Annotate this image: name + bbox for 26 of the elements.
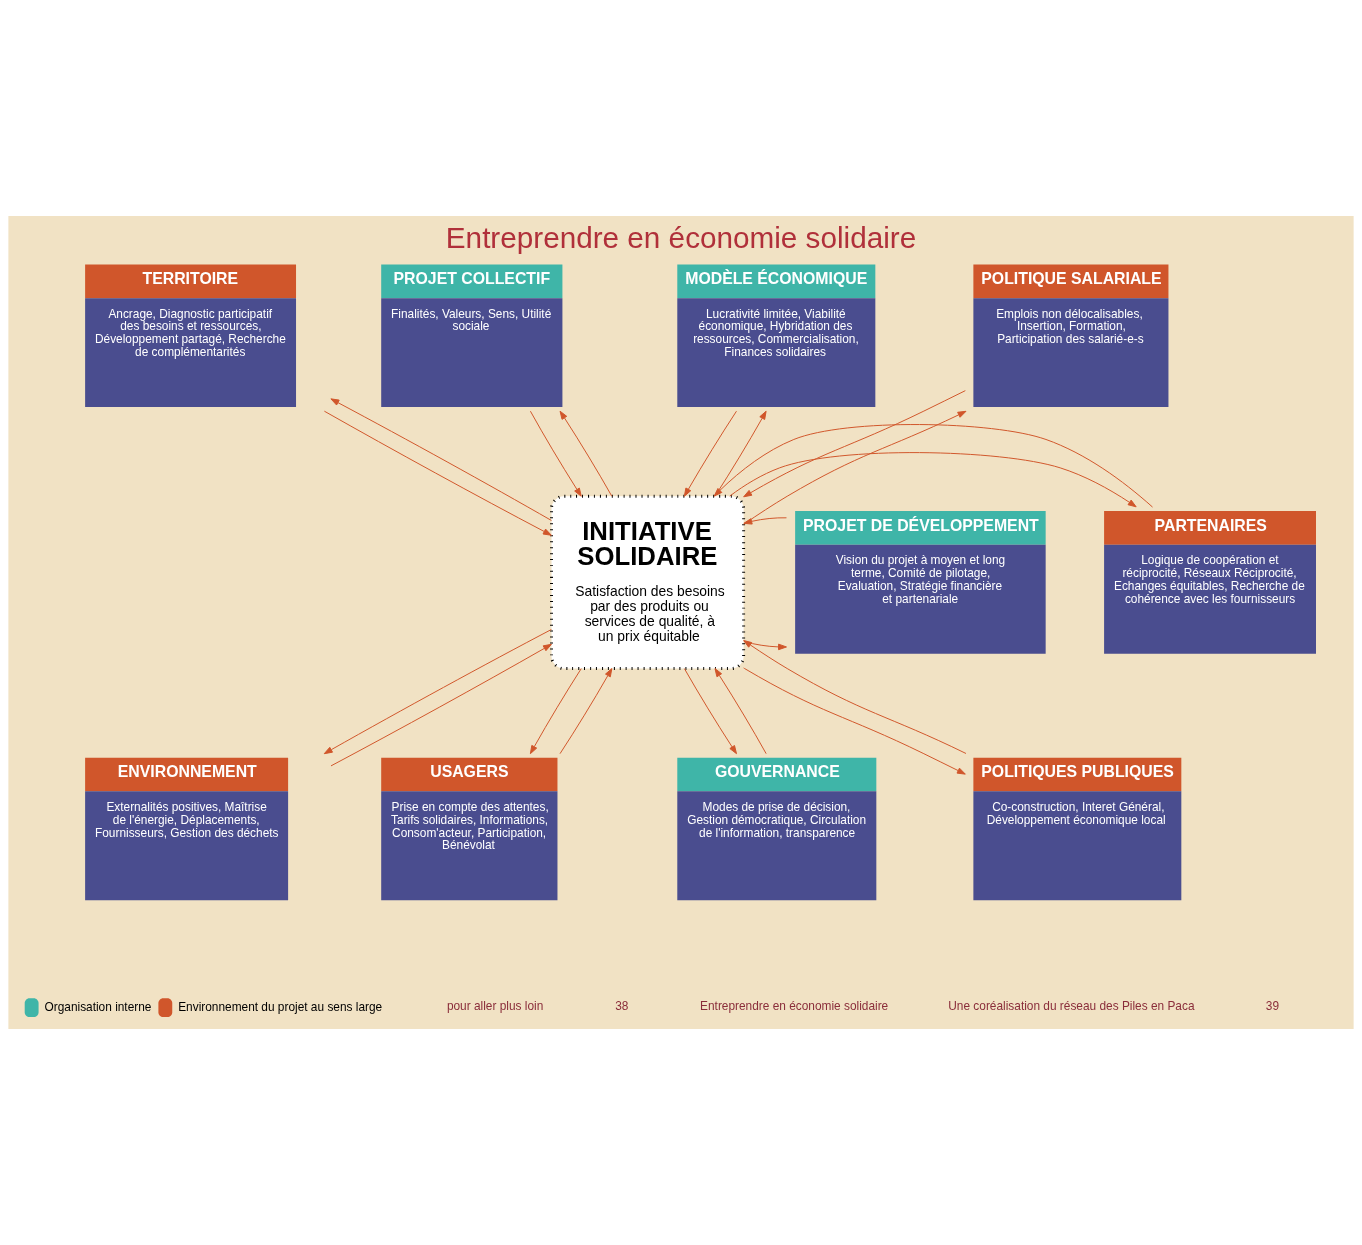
arrow <box>743 667 966 775</box>
arrow <box>529 410 582 497</box>
arrow <box>559 668 613 755</box>
label: Entreprendre en économie solidaire <box>700 999 889 1014</box>
arrow <box>330 643 552 767</box>
arrow <box>743 390 966 498</box>
arrow <box>743 639 967 754</box>
label: pour aller plus loin <box>446 999 544 1014</box>
label: 38 <box>615 999 629 1014</box>
arrow <box>743 640 787 651</box>
arrow <box>323 629 552 755</box>
label: Une coréalisation du réseau des Piles en Paca <box>948 999 1195 1014</box>
legend-label: Environnement du projet au sens large <box>178 999 383 1014</box>
arrow <box>683 668 737 755</box>
arrow <box>729 452 1137 508</box>
arrow <box>743 410 967 525</box>
arrow <box>743 517 787 525</box>
arrow <box>529 668 582 755</box>
legend-label: Organisation interne <box>44 999 152 1014</box>
arrow <box>330 398 552 521</box>
node-box: INITIATIVE SOLIDAIRE Satisfaction des besoins par des produits ou services de qualité, à un prix équitable <box>550 494 746 671</box>
label: 39 <box>1265 999 1280 1014</box>
diagram-title: Entreprendre en économie solidaire <box>445 220 917 254</box>
arrow <box>323 410 552 536</box>
arrow <box>559 410 613 497</box>
arrow <box>714 668 767 755</box>
